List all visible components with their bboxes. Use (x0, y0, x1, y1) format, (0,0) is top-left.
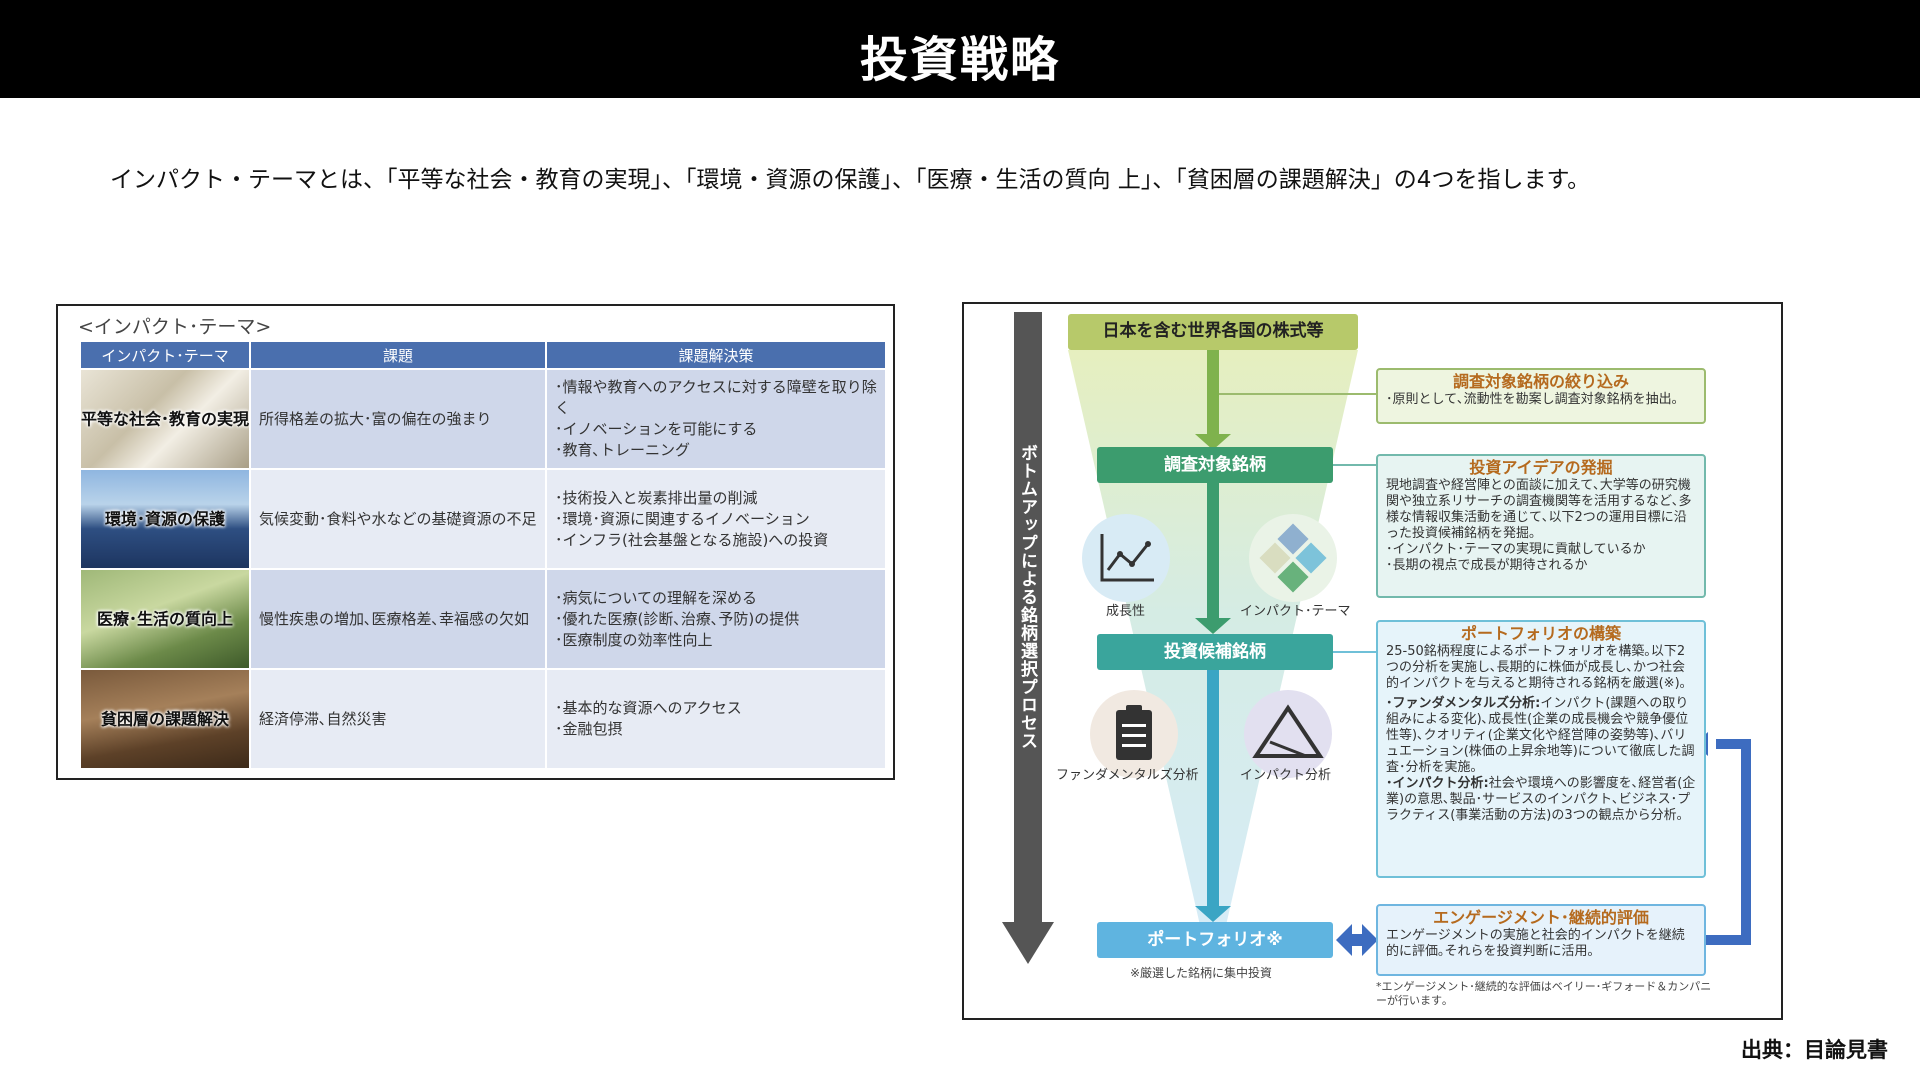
process-vertical-label: ボトムアップによる銘柄選択プロセス (1017, 444, 1037, 750)
clipboard-icon (1090, 690, 1178, 778)
ideas-bullet: ･インパクト･テーマの実現に貢献しているか (1386, 542, 1646, 557)
fundamental-caption: ファンダメンタルズ分析 (1056, 768, 1199, 783)
stage-global-equities: 日本を含む世界各国の株式等 (1068, 314, 1358, 350)
ideas-text: 現地調査や経営陣との面談に加えて､大学等の研究機関や独立系リサーチの調査機関等を… (1386, 478, 1692, 541)
engagement-title: エンゲージメント･継続的評価 (1433, 908, 1649, 927)
ideas-bullet: ･長期の視点で成長が期待されるか (1386, 558, 1588, 573)
education-photo (82, 371, 248, 467)
solution-cell: ･技術投入と炭素排出量の削減 ･環境･資源に関連するイノベーション ･インフラ(… (545, 468, 887, 570)
impact-theme-caption: インパクト･テーマ (1240, 604, 1351, 619)
poverty-photo (82, 671, 248, 767)
bottom-up-arrow-head (1002, 922, 1054, 964)
solution-cell: ･情報や教育へのアクセスに対する障壁を取り除く ･イノベーションを可能にする ･… (545, 368, 887, 470)
fundamental-label: ･ファンダメンタルズ分析: (1386, 696, 1541, 711)
column-header: インパクト･テーマ (79, 340, 251, 370)
issue-cell: 所得格差の拡大･富の偏在の強まり (249, 368, 547, 470)
solution-item: ･技術投入と炭素排出量の削減 (555, 488, 758, 507)
stage-portfolio: ポートフォリオ※ (1097, 922, 1333, 958)
description-text: インパクト・テーマとは、「平等な社会・教育の実現」、「環境・資源の保護」、「医療… (110, 167, 1591, 193)
theme-cell: 平等な社会･教育の実現 (79, 368, 251, 470)
double-arrow (1336, 924, 1378, 956)
table-row: 貧困層の課題解決 経済停滞､自然災害 ･基本的な資源へのアクセス ･金融包摂 (79, 668, 887, 770)
solution-item: ･優れた医療(診断､治療､予防)の提供 (555, 609, 800, 628)
growth-chart-icon (1082, 514, 1170, 602)
table-row: 平等な社会･教育の実現 所得格差の拡大･富の偏在の強まり ･情報や教育へのアクセ… (79, 368, 887, 470)
bottom-up-arrow-shaft (1014, 312, 1042, 922)
issue-cell: 気候変動･食料や水などの基礎資源の不足 (249, 468, 547, 570)
impact-theme-table: インパクト･テーマ 課題 課題解決策 平等な社会･教育の実現 所得格差の拡大･富… (79, 340, 887, 770)
solution-cell: ･基本的な資源へのアクセス ･金融包摂 (545, 668, 887, 770)
issue-cell: 慢性疾患の増加､医療格差､幸福感の欠如 (249, 568, 547, 670)
stage-investment-candidates: 投資候補銘柄 (1097, 634, 1333, 670)
engagement-text: エンゲージメントの実施と社会的インパクトを継続的に評価｡それらを投資判断に活用｡ (1386, 928, 1685, 959)
table-row: 環境･資源の保護 気候変動･食料や水などの基礎資源の不足 ･技術投入と炭素排出量… (79, 468, 887, 570)
theme-cell: 貧困層の課題解決 (79, 668, 251, 770)
solution-item: ･基本的な資源へのアクセス (555, 699, 742, 717)
impact-analysis-label: ･インパクト分析: (1386, 776, 1489, 791)
impact-theme-figure: <インパクト･テーマ> インパクト･テーマ 課題 課題解決策 平等な社会･教育の… (56, 304, 895, 780)
page-title: 投資戦略 (859, 32, 1060, 88)
engagement-footnote: *エンゲージメント･継続的な評価はベイリー･ギフォード＆カンパニーが行います｡ (1376, 980, 1712, 1007)
table-row: 医療･生活の質向上 慢性疾患の増加､医療格差､幸福感の欠如 ･病気についての理解… (79, 568, 887, 670)
theme-label: 平等な社会･教育の実現 (81, 409, 250, 429)
solution-item: ･病気についての理解を深める (555, 588, 758, 607)
solution-item: ･金融包摂 (555, 720, 623, 738)
stage-research-targets: 調査対象銘柄 (1097, 447, 1333, 483)
ideas-title: 投資アイデアの発掘 (1469, 458, 1613, 477)
solution-cell: ･病気についての理解を深める ･優れた医療(診断､治療､予防)の提供 ･医療制度… (545, 568, 887, 670)
solution-item: ･環境･資源に関連するイノベーション (555, 509, 810, 528)
impact-theme-icon (1249, 514, 1337, 602)
table-header-row: インパクト･テーマ 課題 課題解決策 (79, 340, 887, 370)
environment-photo (82, 471, 248, 567)
feedback-loop (1706, 739, 1751, 945)
theme-label: 貧困層の課題解決 (100, 709, 229, 729)
impact-theme-heading: <インパクト･テーマ> (78, 316, 272, 338)
growth-caption: 成長性 (1106, 604, 1146, 619)
construction-title: ポートフォリオの構築 (1460, 624, 1621, 643)
theme-label: 医療･生活の質向上 (96, 609, 233, 629)
ideas-box: 投資アイデアの発掘 現地調査や経営陣との面談に加えて､大学等の研究機関や独立系リ… (1376, 454, 1706, 598)
solution-item: ･情報や教育へのアクセスに対する障壁を取り除く (555, 378, 877, 417)
theme-cell: 医療･生活の質向上 (79, 568, 251, 670)
theme-cell: 環境･資源の保護 (79, 468, 251, 570)
flow-arrow-1 (1207, 350, 1219, 436)
portfolio-note: ※厳選した銘柄に集中投資 (1130, 966, 1273, 980)
selection-process-figure: ボトムアップによる銘柄選択プロセス 日本を含む世界各国の株式等 調査対象銘柄 投… (962, 302, 1783, 1020)
theme-label: 環境･資源の保護 (104, 509, 225, 529)
impact-analysis-icon (1244, 690, 1332, 778)
column-header: 課題解決策 (545, 340, 887, 370)
solution-item: ･医療制度の効率性向上 (555, 630, 713, 649)
issue-cell: 経済停滞､自然災害 (249, 668, 547, 770)
column-header: 課題 (249, 340, 547, 370)
construction-text: 25-50銘柄程度によるポートフォリオを構築｡以下2つの分析を実施し､長期的に株… (1386, 644, 1687, 691)
narrowing-title: 調査対象銘柄の絞り込み (1452, 372, 1629, 391)
solution-item: ･インフラ(社会基盤となる施設)への投資 (555, 530, 829, 549)
fundamental-text: インパクト(課題への取り組みによる変化)､成長性(企業の成長機会や競争優位性等)… (1386, 696, 1695, 775)
flow-arrow-3 (1207, 670, 1219, 908)
narrowing-box: 調査対象銘柄の絞り込み ･原則として､流動性を勘案し調査対象銘柄を抽出｡ (1376, 368, 1706, 424)
narrowing-text: ･原則として､流動性を勘案し調査対象銘柄を抽出｡ (1386, 392, 1679, 407)
flow-arrow-2 (1207, 483, 1219, 620)
impact-analysis-text: 社会や環境への影響度を､経営者(企業)の意思､製品･サービスのインパクト､ビジネ… (1386, 776, 1696, 823)
solution-item: ･教育､トレーニング (555, 441, 691, 459)
impact-analysis-caption: インパクト分析 (1240, 768, 1332, 783)
engagement-box: エンゲージメント･継続的評価 エンゲージメントの実施と社会的インパクトを継続的に… (1376, 904, 1706, 976)
flow-arrow-2-head (1195, 618, 1231, 634)
flow-arrow-3-head (1195, 906, 1231, 922)
flow-arrow-1-head (1195, 434, 1231, 450)
solution-item: ･イノベーションを可能にする (555, 420, 758, 438)
construction-box: ポートフォリオの構築 25-50銘柄程度によるポートフォリオを構築｡以下2つの分… (1376, 620, 1706, 878)
header-bar: 投資戦略 (0, 0, 1920, 98)
healthcare-photo (82, 571, 248, 667)
source-note: 出典：目論見書 (1741, 1038, 1888, 1062)
